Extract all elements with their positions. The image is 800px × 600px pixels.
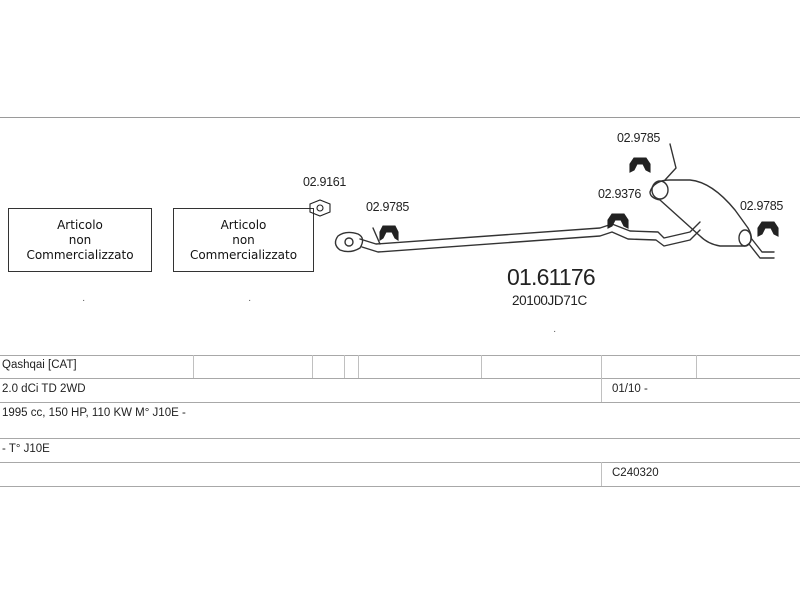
rear-silencer-icon: [649, 143, 775, 259]
table-divider: [601, 462, 602, 486]
box-1-line1: Articolo: [57, 217, 103, 232]
hanger-icon-top: [629, 157, 651, 173]
hanger-icon-front: [379, 225, 399, 242]
frame-top-border: [0, 117, 800, 118]
table-cell-type: - T° J10E: [2, 443, 50, 455]
table-row: 2.0 dCi TD 2WD 01/10 -: [0, 378, 800, 403]
box-1-dot: ·: [82, 295, 86, 306]
exhaust-diagram: Articolo non Commercializzato · Articolo…: [0, 118, 800, 358]
table-cell-engine: 2.0 dCi TD 2WD: [2, 383, 86, 395]
table-cell-model: Qashqai [CAT]: [2, 359, 77, 371]
table-row: - T° J10E: [0, 438, 800, 463]
main-part-dot: ·: [553, 326, 557, 337]
table-divider: [481, 355, 482, 378]
table-cell-catalog-code: C240320: [612, 467, 659, 479]
main-part-code: 01.61176: [507, 264, 596, 290]
part-label-hanger-rear: 02.9785: [740, 199, 784, 213]
table-divider: [358, 355, 359, 378]
table-divider: [601, 378, 602, 402]
main-part-oem-code: 20100JD71C: [512, 293, 587, 308]
table-divider: [344, 355, 345, 378]
table-divider: [193, 355, 194, 378]
hanger-icon-rear: [757, 221, 779, 237]
table-divider: [696, 355, 697, 378]
exhaust-line-art: [309, 143, 779, 259]
table-row: Qashqai [CAT]: [0, 355, 800, 379]
box-1-line3: Commercializzato: [26, 247, 134, 262]
not-available-box-2: Articolo non Commercializzato: [173, 208, 314, 272]
table-bottom-border: [0, 486, 800, 487]
not-available-box-1: Articolo non Commercializzato: [8, 208, 152, 272]
front-flange-icon: [334, 231, 364, 253]
table-divider: [601, 355, 602, 378]
intermediate-pipe: [359, 221, 701, 245]
box-2-dot: ·: [248, 295, 252, 306]
gasket-icon-02-9161: [309, 199, 331, 217]
table-cell-specs: 1995 cc, 150 HP, 110 KW M° J10E -: [2, 407, 186, 419]
part-label-02-9161: 02.9161: [303, 175, 347, 189]
table-row: C240320: [0, 462, 800, 487]
part-label-hanger-front: 02.9785: [366, 200, 410, 214]
box-1-line2: non: [68, 232, 92, 247]
table-cell-date: 01/10 -: [612, 383, 648, 395]
part-label-hanger-top: 02.9785: [617, 131, 661, 145]
hanger-icon-middle: [607, 213, 629, 229]
part-label-hanger-middle: 02.9376: [598, 187, 642, 201]
box-2-line1: Articolo: [220, 217, 267, 232]
box-2-line2: non: [232, 232, 255, 247]
table-row: 1995 cc, 150 HP, 110 KW M° J10E -: [0, 402, 800, 427]
box-2-line3: Commercializzato: [189, 247, 298, 262]
table-divider: [312, 355, 313, 378]
intermediate-pipe-lower: [361, 229, 701, 253]
